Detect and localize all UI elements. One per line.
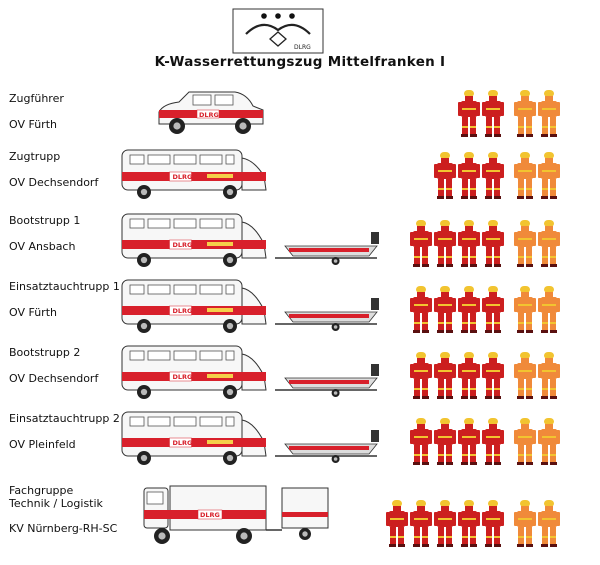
crew-group bbox=[410, 416, 562, 466]
crew-member-orange bbox=[514, 284, 536, 334]
unit-name: Einsatztauchtrupp 1 bbox=[9, 280, 120, 293]
crew-member-red bbox=[386, 498, 408, 548]
unit-label: Zugtrupp OV Dechsendorf bbox=[9, 146, 149, 202]
crew-member-orange bbox=[538, 284, 560, 334]
crew-member-orange bbox=[514, 416, 536, 466]
unit-org: OV Ansbach bbox=[9, 240, 76, 253]
unit-row: Bootstrupp 2 OV Dechsendorf DLRG bbox=[0, 342, 600, 402]
crew-member-red bbox=[434, 350, 456, 400]
unit-row: Einsatztauchtrupp 1 OV Fürth DLRG bbox=[0, 276, 600, 336]
crew-member-orange bbox=[514, 150, 536, 200]
unit-name: Einsatztauchtrupp 2 bbox=[9, 412, 120, 425]
unit-org: OV Dechsendorf bbox=[9, 372, 99, 385]
vehicle-van-boat: DLRG bbox=[120, 210, 386, 274]
unit-label: Zugführer OV Fürth bbox=[9, 88, 149, 140]
crew-member-orange bbox=[514, 350, 536, 400]
crew-member-orange bbox=[538, 416, 560, 466]
crew-member-red bbox=[458, 218, 480, 268]
crew-member-orange bbox=[514, 88, 536, 138]
unit-org: KV Nürnberg-RH-SC bbox=[9, 522, 118, 535]
svg-text:DLRG: DLRG bbox=[199, 111, 219, 119]
vehicle-van: DLRG bbox=[120, 146, 270, 204]
unit-name: Bootstrupp 1 bbox=[9, 214, 81, 227]
svg-text:DLRG: DLRG bbox=[173, 307, 193, 315]
crew-member-red bbox=[482, 284, 504, 334]
unit-label: Bootstrupp 2 OV Dechsendorf bbox=[9, 342, 149, 402]
crew-member-red bbox=[434, 218, 456, 268]
unit-name: Zugführer bbox=[9, 92, 64, 105]
crew-member-orange bbox=[514, 218, 536, 268]
svg-text:DLRG: DLRG bbox=[173, 373, 193, 381]
crew-group bbox=[410, 218, 562, 268]
crew-member-red bbox=[434, 416, 456, 466]
crew-member-red bbox=[434, 498, 456, 548]
svg-text:DLRG: DLRG bbox=[200, 511, 220, 519]
unit-row: Zugtrupp OV Dechsendorf DLRG bbox=[0, 146, 600, 202]
crew-member-orange bbox=[538, 218, 560, 268]
crew-group bbox=[434, 150, 562, 200]
crew-member-red bbox=[410, 416, 432, 466]
crew-member-red bbox=[482, 350, 504, 400]
unit-row: Bootstrupp 1 OV Ansbach DLRG bbox=[0, 210, 600, 270]
unit-row: Zugführer OV Fürth DLRG bbox=[0, 88, 600, 140]
vehicle-truck-trailer: DLRG bbox=[140, 484, 340, 552]
crew-member-red bbox=[482, 88, 504, 138]
crew-group bbox=[410, 350, 562, 400]
crew-member-red bbox=[458, 498, 480, 548]
vehicle-van-boat: DLRG bbox=[120, 276, 386, 340]
svg-text:DLRG: DLRG bbox=[173, 173, 193, 181]
unit-row: Einsatztauchtrupp 2 OV Pleinfeld DLRG bbox=[0, 408, 600, 468]
crew-member-red bbox=[482, 218, 504, 268]
vehicle-van-boat: DLRG bbox=[120, 408, 386, 472]
unit-org: OV Fürth bbox=[9, 306, 57, 319]
crew-member-red bbox=[434, 284, 456, 334]
crew-member-red bbox=[410, 218, 432, 268]
crew-member-red bbox=[410, 498, 432, 548]
crew-member-orange bbox=[514, 498, 536, 548]
crew-group bbox=[386, 498, 562, 548]
crew-member-orange bbox=[538, 350, 560, 400]
svg-text:DLRG: DLRG bbox=[173, 439, 193, 447]
crew-member-orange bbox=[538, 498, 560, 548]
crew-member-red bbox=[410, 350, 432, 400]
svg-text:DLRG: DLRG bbox=[173, 241, 193, 249]
crew-member-red bbox=[458, 350, 480, 400]
page-title: K-Wasserrettungszug Mittelfranken I bbox=[154, 54, 446, 70]
unit-name: Bootstrupp 2 bbox=[9, 346, 81, 359]
unit-org: OV Pleinfeld bbox=[9, 438, 76, 451]
crew-member-red bbox=[458, 284, 480, 334]
unit-org: OV Dechsendorf bbox=[9, 176, 99, 189]
crew-group bbox=[458, 88, 562, 138]
crew-member-red bbox=[458, 150, 480, 200]
vehicle-van-boat: DLRG bbox=[120, 342, 386, 406]
unit-name-line2: Technik / Logistik bbox=[9, 497, 103, 510]
crew-member-red bbox=[458, 88, 480, 138]
crew-member-orange bbox=[538, 88, 560, 138]
crew-member-red bbox=[482, 498, 504, 548]
crew-member-orange bbox=[538, 150, 560, 200]
unit-label: Einsatztauchtrupp 2 OV Pleinfeld bbox=[9, 408, 149, 468]
unit-label: Bootstrupp 1 OV Ansbach bbox=[9, 210, 149, 270]
vehicle-suv: DLRG bbox=[155, 88, 267, 140]
unit-name: Fachgruppe bbox=[9, 484, 74, 497]
svg-text:DLRG: DLRG bbox=[294, 44, 311, 51]
crew-member-red bbox=[458, 416, 480, 466]
unit-org: OV Fürth bbox=[9, 118, 57, 131]
unit-label: Einsatztauchtrupp 1 OV Fürth bbox=[9, 276, 149, 336]
crew-member-red bbox=[482, 150, 504, 200]
crew-member-red bbox=[482, 416, 504, 466]
unit-name: Zugtrupp bbox=[9, 150, 61, 163]
crew-member-red bbox=[434, 150, 456, 200]
crew-group bbox=[410, 284, 562, 334]
crew-member-red bbox=[410, 284, 432, 334]
dlrg-logo: DLRG bbox=[232, 8, 324, 54]
